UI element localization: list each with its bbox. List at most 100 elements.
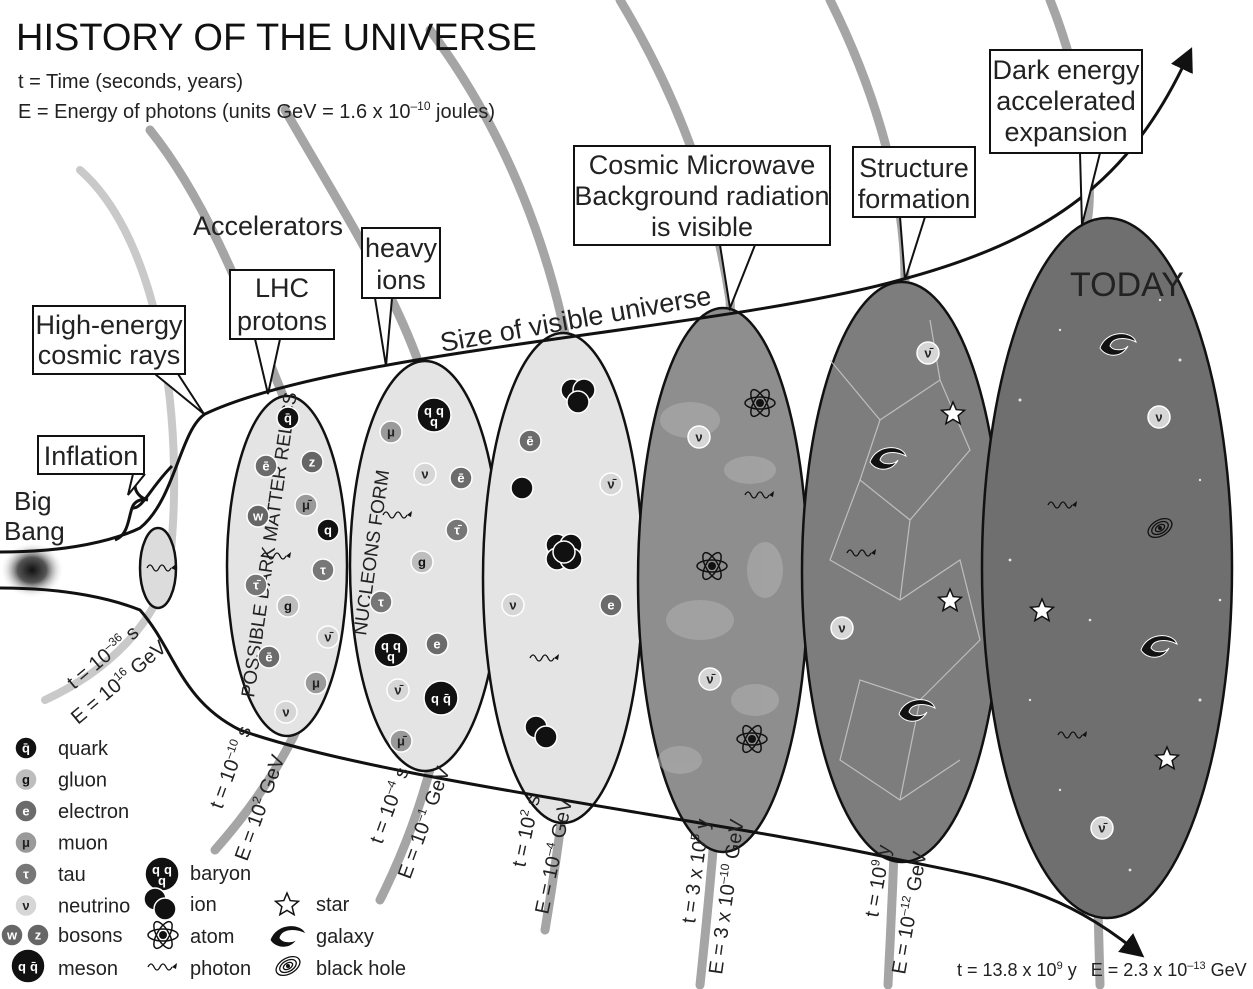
svg-text:τ: τ — [378, 595, 384, 610]
epoch-1-time: t = 10–10 s — [204, 722, 256, 811]
star-s2 — [936, 587, 964, 613]
time-definition: t = Time (seconds, years) — [18, 71, 243, 93]
atom-1 — [744, 388, 776, 418]
ellipse-today — [980, 216, 1234, 920]
inflation-ellipse — [138, 526, 178, 610]
epoch-ellipses — [138, 216, 1234, 920]
particle-antimuon-n: μ̄ — [389, 729, 413, 753]
ellipse-nuclei-era — [481, 331, 645, 825]
cmb-mottling — [658, 402, 783, 774]
svg-text:ν̄: ν̄ — [394, 683, 403, 698]
particle-tau: τ — [311, 558, 335, 582]
particle-quark: q — [316, 518, 340, 542]
band-inflation — [41, 166, 179, 704]
particle-neutrino-c: ν — [687, 425, 711, 449]
svg-text:ν: ν — [1155, 410, 1162, 425]
svg-text:q: q — [381, 638, 389, 653]
svg-text:q̄: q̄ — [443, 691, 451, 706]
callout-structure-formation: Structure formation — [852, 146, 976, 281]
svg-text:Inflation: Inflation — [44, 441, 139, 471]
legend-label-star: star — [316, 894, 350, 916]
meson-n: q q̄ — [423, 680, 459, 716]
svg-text:ē: ē — [265, 650, 272, 665]
svg-text:accelerated: accelerated — [996, 86, 1136, 116]
particle-neutrino: ν — [274, 700, 298, 724]
particle-neutrino-s: ν — [830, 616, 854, 640]
svg-text:heavy: heavy — [365, 233, 438, 263]
cosmic-web — [829, 319, 981, 801]
legend-ion-icon — [143, 887, 177, 921]
svg-text:q: q — [164, 862, 172, 877]
svg-text:g: g — [22, 772, 30, 787]
svg-text:q̄: q̄ — [22, 741, 30, 756]
energy-definition: E = Energy of photons (units GeV = 1.6 x… — [18, 99, 495, 123]
particle-antielectron-n: ē — [449, 466, 473, 490]
photon-structure-era — [846, 549, 876, 557]
legend-neutrino-icon: ν — [14, 893, 38, 918]
particle-neutrino-n: ν — [413, 462, 437, 486]
svg-text:expansion: expansion — [1004, 117, 1127, 147]
legend-label-muon: muon — [58, 833, 108, 855]
star-t2 — [1153, 745, 1181, 771]
callout-inflation: Inflation — [37, 435, 146, 496]
star-s1 — [939, 400, 967, 426]
svg-text:τ̄: τ̄ — [253, 578, 261, 593]
particle-gluon: g — [276, 594, 300, 618]
bang-label: Bang — [4, 516, 65, 546]
svg-text:ν̄: ν̄ — [924, 346, 933, 361]
legend-z-icon: z — [26, 923, 50, 947]
ion-double — [524, 715, 558, 749]
svg-text:Dark energy: Dark energy — [992, 55, 1140, 85]
svg-text:q: q — [158, 873, 166, 888]
atom-2 — [696, 551, 728, 581]
universe-outline — [0, 47, 1193, 958]
svg-text:ē: ē — [262, 459, 269, 474]
svg-text:ν: ν — [421, 467, 428, 482]
callout-dark-energy: Dark energy accelerated expansion — [989, 49, 1143, 226]
page-title: HISTORY OF THE UNIVERSE — [16, 17, 537, 59]
background-stars — [1008, 298, 1222, 872]
svg-text:e: e — [607, 598, 614, 613]
particle-antielectron-e: ē — [518, 429, 542, 453]
particle-antineutrino-c: ν̄ — [698, 667, 722, 691]
particle-electron-e: e — [599, 593, 623, 617]
legend-star-icon — [273, 891, 301, 917]
svg-text:ν̄: ν̄ — [607, 477, 616, 492]
photon-today-2 — [1057, 731, 1087, 739]
particle-antineutrino-n: ν̄ — [386, 678, 410, 702]
galaxy-t1 — [1099, 333, 1137, 356]
photon-quark-era — [261, 552, 291, 560]
legend-label-quark: quark — [58, 738, 109, 760]
ion-heavy — [545, 533, 583, 571]
particle-antielectron-2: ē — [257, 645, 281, 669]
photon-inflation — [146, 564, 176, 572]
legend-gluon-icon: g — [14, 767, 38, 792]
legend-black-hole-icon — [275, 955, 301, 977]
legend-atom-icon — [147, 920, 179, 950]
legend-photon-icon — [147, 963, 177, 971]
particle-antineutrino-e: ν̄ — [599, 472, 623, 496]
svg-text:q̄: q̄ — [284, 411, 292, 426]
svg-text:g: g — [418, 555, 426, 570]
legend-label-tau: tau — [58, 864, 86, 886]
legend-w-icon: w — [0, 923, 24, 947]
svg-text:ν: ν — [838, 621, 845, 636]
particle-electron-n: e — [425, 632, 449, 656]
callout-lhc-protons: LHC protons — [229, 269, 335, 395]
svg-text:q: q — [152, 862, 160, 877]
svg-text:LHC: LHC — [255, 273, 309, 303]
particle-antineutrino: ν̄ — [316, 625, 340, 649]
epoch-5-energy: E = 10–12 GeV — [886, 849, 931, 976]
particle-muon: μ — [304, 671, 328, 695]
svg-text:q: q — [431, 691, 439, 706]
svg-text:ν̄: ν̄ — [324, 630, 333, 645]
legend-label-ion: ion — [190, 894, 217, 916]
svg-text:z: z — [309, 455, 316, 470]
particle-z-boson: z — [300, 450, 324, 474]
svg-text:τ̄: τ̄ — [454, 523, 462, 538]
